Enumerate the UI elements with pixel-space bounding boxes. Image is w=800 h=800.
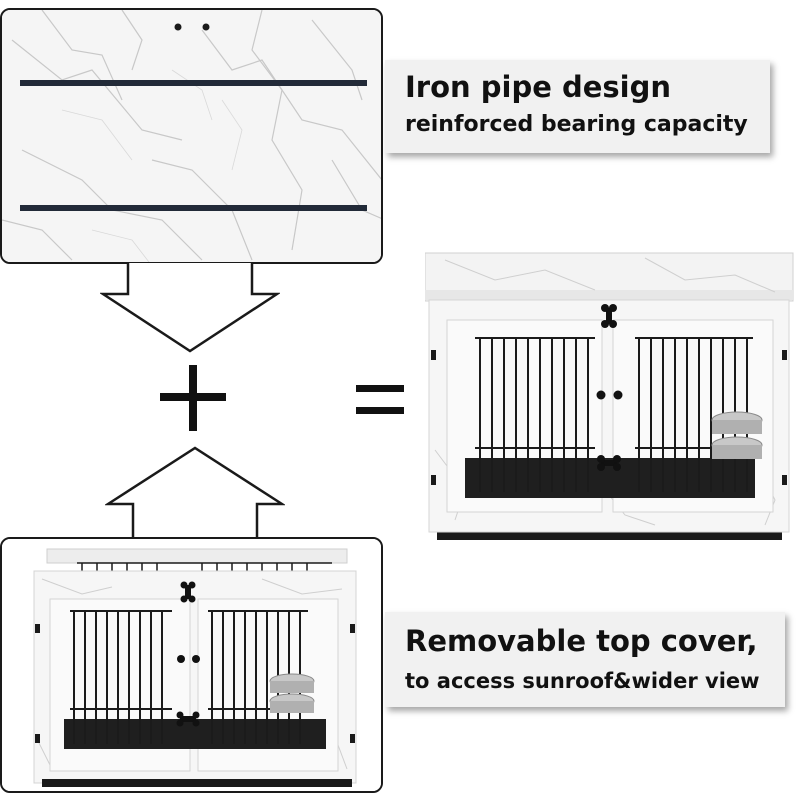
mount-hole bbox=[174, 23, 182, 31]
plus-vertical-bar bbox=[189, 365, 197, 431]
equals-upper-bar bbox=[356, 385, 404, 392]
iron-pipe-lower bbox=[20, 205, 367, 211]
marble-top-board-image bbox=[2, 10, 381, 262]
top-board-panel bbox=[0, 8, 383, 264]
plus-sign bbox=[160, 365, 226, 431]
iron-pipe-headline: Iron pipe design bbox=[405, 70, 672, 104]
top-cover-headline: Removable top cover, bbox=[405, 624, 758, 658]
top-cover-subline: to access sunroof&wider view bbox=[405, 669, 760, 693]
mount-hole bbox=[202, 23, 210, 31]
crate-open-top-image bbox=[2, 539, 381, 791]
up-arrow-icon bbox=[105, 446, 285, 537]
iron-pipe-caption: Iron pipe design reinforced bearing capa… bbox=[385, 60, 770, 153]
equals-lower-bar bbox=[356, 407, 404, 414]
equals-sign bbox=[356, 385, 404, 415]
assembled-crate-image bbox=[425, 252, 794, 540]
crate-open-top-panel bbox=[0, 537, 383, 793]
top-cover-caption: Removable top cover, to access sunroof&w… bbox=[385, 612, 785, 707]
iron-pipe-upper bbox=[20, 80, 367, 86]
down-arrow-icon bbox=[100, 263, 280, 353]
iron-pipe-subline: reinforced bearing capacity bbox=[405, 112, 748, 137]
